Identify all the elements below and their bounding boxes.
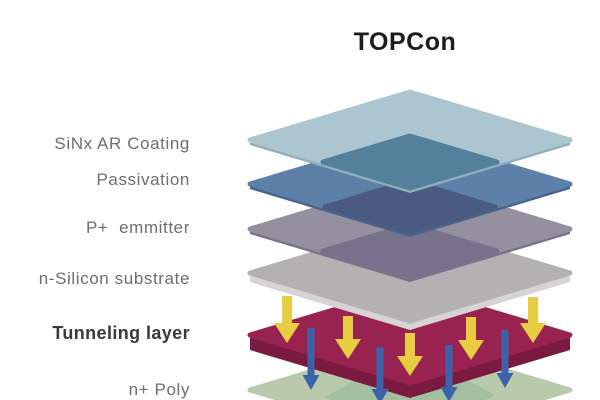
- blue-down-arrow: [496, 330, 514, 388]
- yellow-down-arrow: [274, 296, 300, 343]
- label-n-plus-poly: n+ Poly: [128, 380, 190, 399]
- label-passivation: Passivation: [96, 170, 190, 189]
- arrows-group: [274, 296, 546, 400]
- blue-down-arrow: [302, 328, 320, 390]
- blue-down-arrow: [371, 347, 389, 400]
- overlap-emitter-substrate: [320, 222, 500, 280]
- blue-down-arrow: [440, 345, 458, 400]
- label-tunneling-layer: Tunneling layer: [52, 323, 190, 343]
- yellow-down-arrow: [397, 333, 423, 376]
- diagram-title: TOPCon: [353, 28, 457, 56]
- label-n-silicon-substrate: n-Silicon substrate: [38, 269, 190, 288]
- yellow-down-arrow: [335, 316, 361, 359]
- yellow-down-arrow: [458, 317, 484, 360]
- overlap-passivation-emitter: [322, 178, 498, 235]
- overlap-coating-passivation: [320, 133, 500, 191]
- yellow-down-arrow: [520, 297, 546, 343]
- label-p-plus-emitter: P+ emmitter: [85, 218, 190, 237]
- label-sinx-ar-coating: SiNx AR Coating: [54, 134, 190, 153]
